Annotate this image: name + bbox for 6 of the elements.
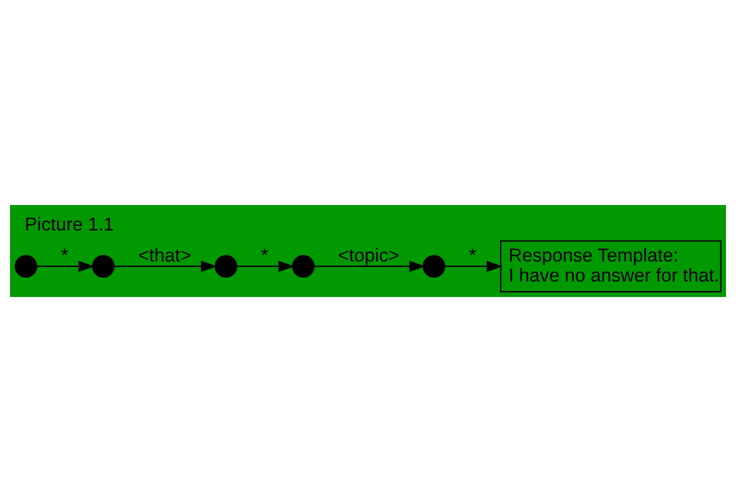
edge-label: *	[261, 244, 268, 265]
edge-label: <that>	[138, 244, 192, 265]
diagram-title: Picture 1.1	[24, 213, 114, 234]
edge-label: *	[469, 244, 476, 265]
edge-label: <topic>	[338, 244, 400, 265]
edge-label: *	[61, 244, 68, 265]
